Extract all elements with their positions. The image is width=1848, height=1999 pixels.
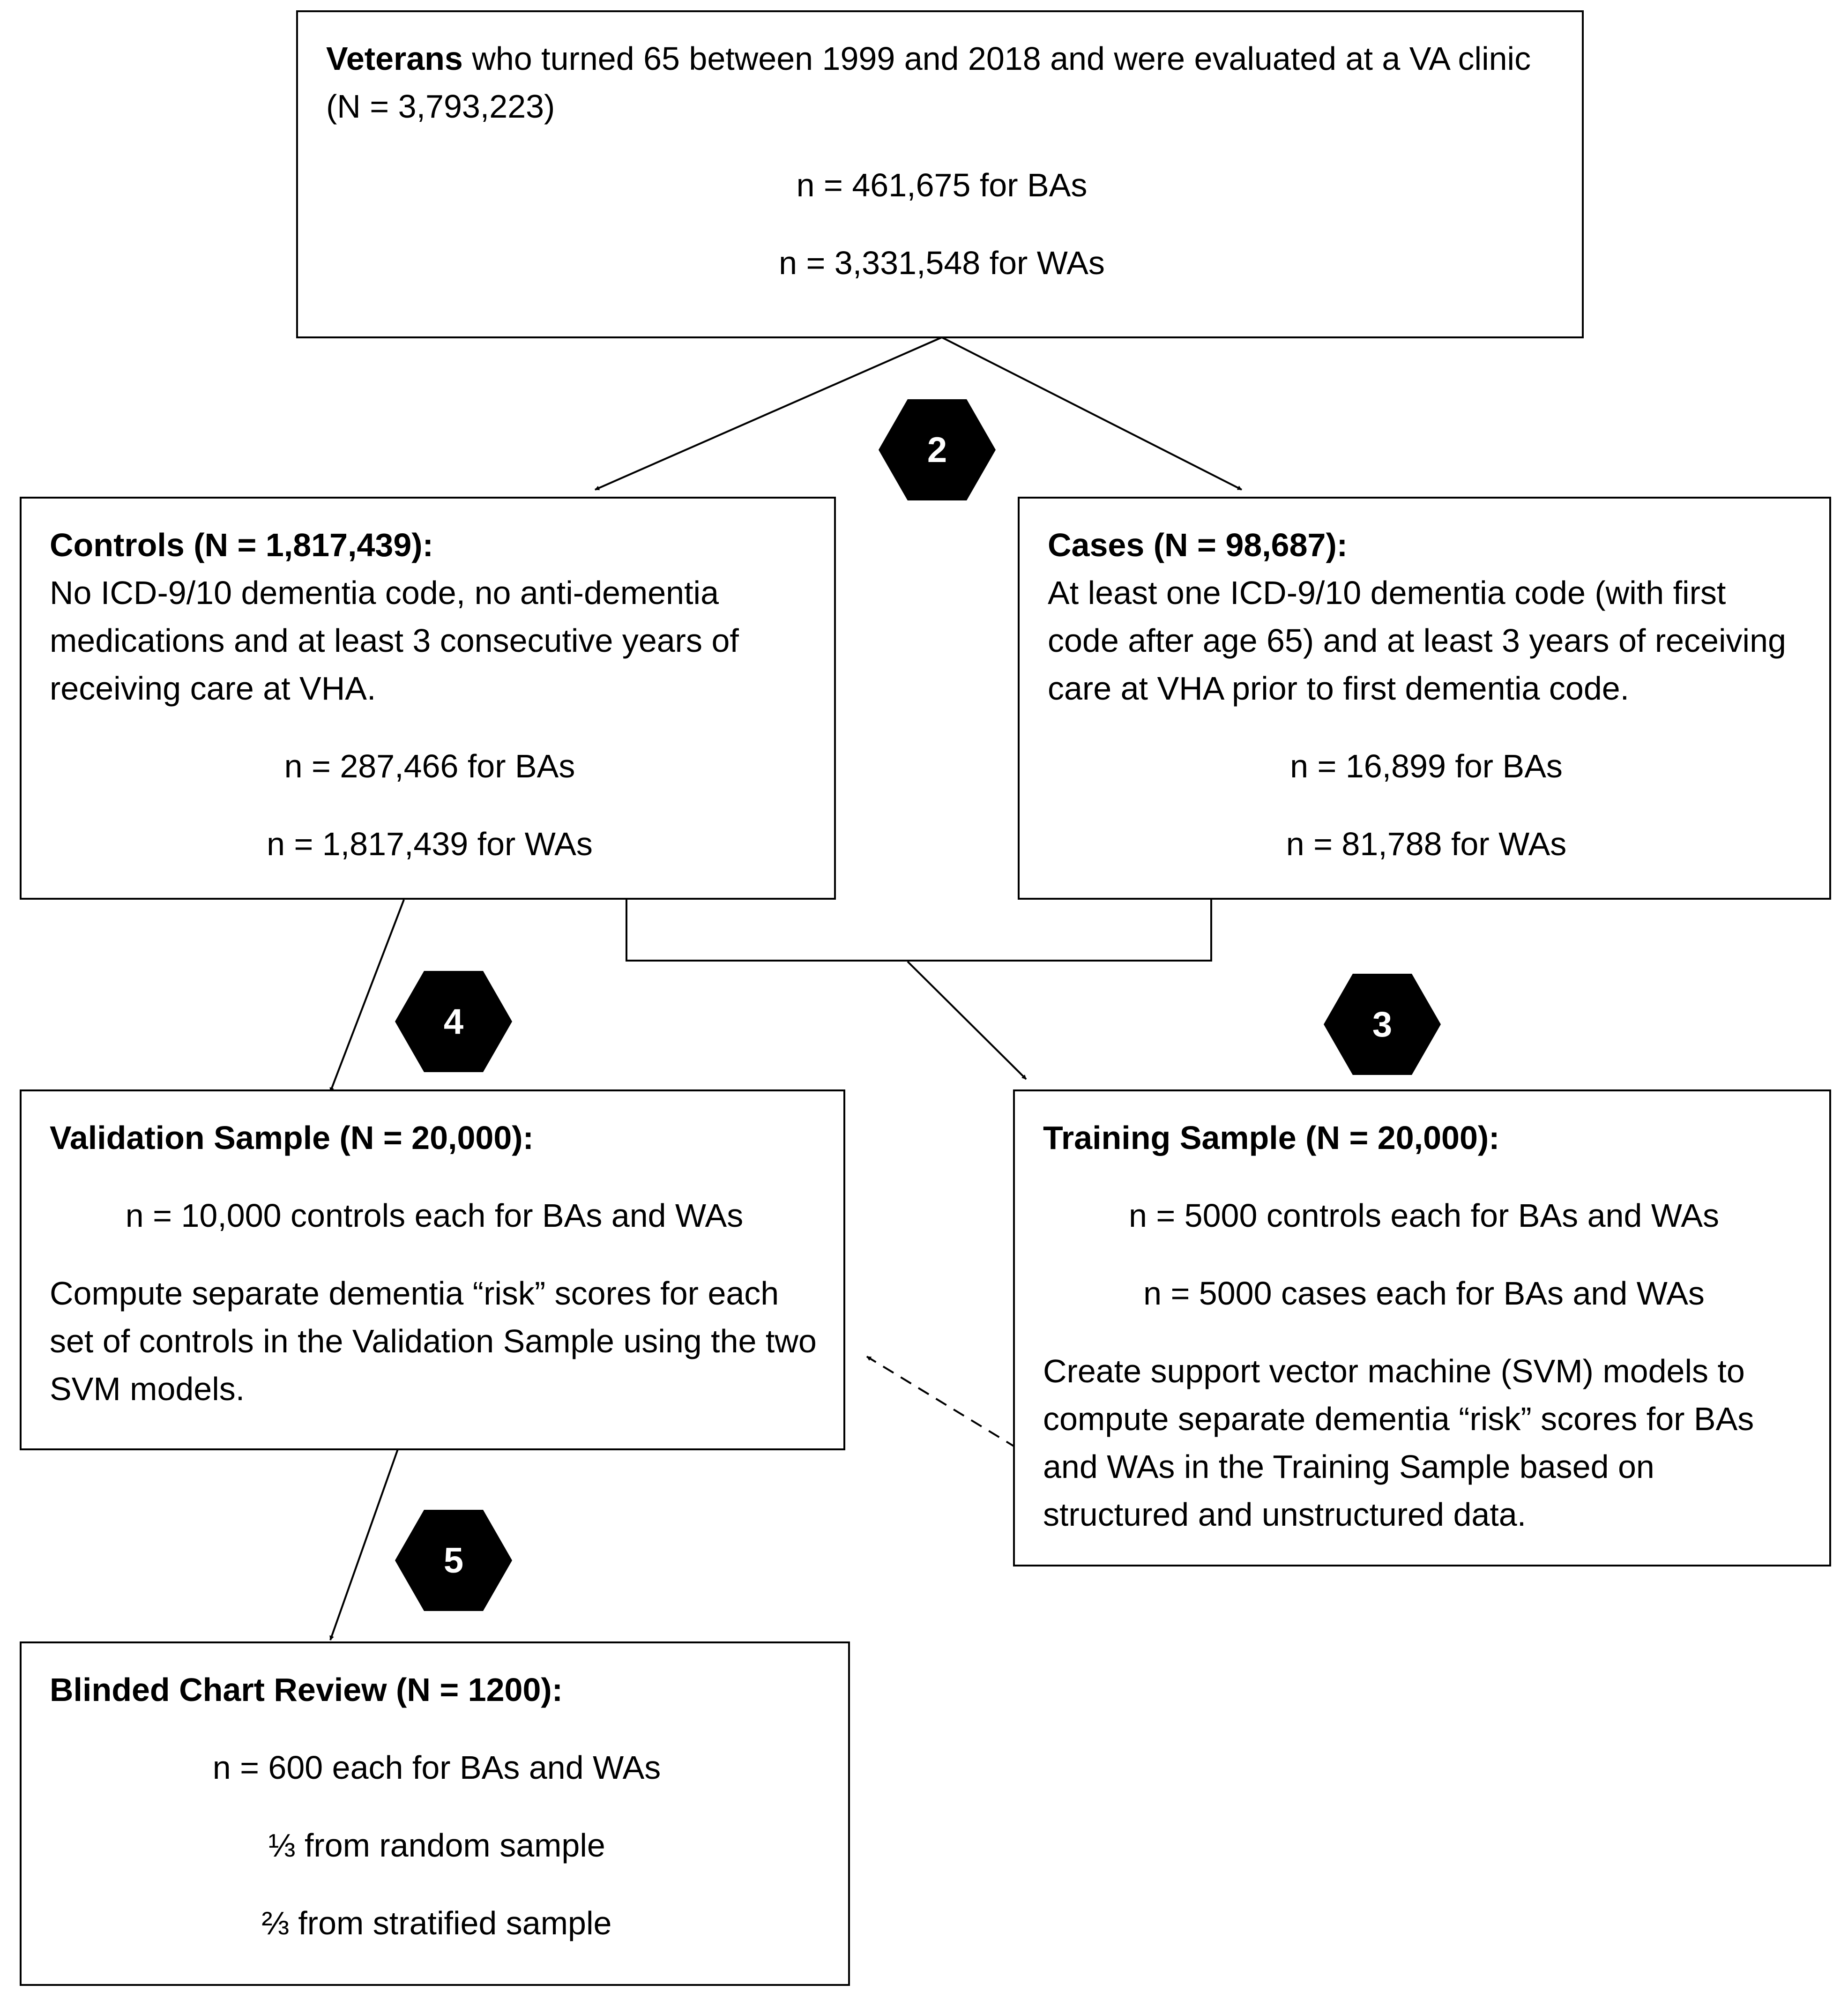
veterans-text: who turned 65 between 1999 and 2018 and … [326,40,1531,125]
cases-criteria: At least one ICD-9/10 dementia code (wit… [1048,574,1786,707]
arrow-to-validation [329,899,405,1092]
step-2-label: 2 [927,430,947,470]
cases-title: Cases (N = 98,687): [1048,527,1348,563]
review-title: Blinded Chart Review (N = 1200): [50,1671,563,1708]
step-5-label: 5 [443,1540,464,1581]
training-controls-count: n = 5000 controls each for BAs and WAs [1128,1197,1720,1234]
controls-criteria: No ICD-9/10 dementia code, no anti-demen… [50,574,739,707]
arrow-to-cases [941,336,1242,491]
arrow-to-controls [595,336,942,491]
cases-wa-count: n = 81,788 for WAs [1286,826,1567,862]
controls-title: Controls (N = 1,817,439): [50,527,433,563]
review-random-fraction: ⅓ from random sample [268,1827,605,1864]
arrow-to-review [329,1447,399,1641]
veterans-box: Veterans who turned 65 between 1999 and … [296,10,1584,338]
validation-sample-box: Validation Sample (N = 20,000): n = 10,0… [20,1089,845,1450]
step-3-label: 3 [1372,1004,1393,1044]
validation-controls-count: n = 10,000 controls each for BAs and WAs [125,1197,744,1234]
arrow-to-training [907,961,1027,1080]
training-cases-count: n = 5000 cases each for BAs and WAs [1143,1275,1705,1312]
review-stratified-fraction: ⅔ from stratified sample [261,1905,612,1941]
step-4-label: 4 [443,1001,464,1042]
review-count: n = 600 each for BAs and WAs [212,1749,661,1786]
step-2-badge: 2 [879,399,996,500]
veterans-ba-count: n = 461,675 for BAs [796,167,1088,203]
step-3-badge: 3 [1324,974,1441,1075]
chart-review-box: Blinded Chart Review (N = 1200): n = 600… [20,1641,850,1986]
training-title: Training Sample (N = 20,000): [1043,1119,1500,1156]
validation-description: Compute separate dementia “risk” scores … [50,1275,817,1407]
controls-ba-count: n = 287,466 for BAs [284,748,575,784]
veterans-wa-count: n = 3,331,548 for WAs [779,245,1105,281]
veterans-description: Veterans who turned 65 between 1999 and … [326,35,1557,130]
cases-ba-count: n = 16,899 for BAs [1290,748,1563,784]
validation-title: Validation Sample (N = 20,000): [50,1119,534,1156]
controls-wa-count: n = 1,817,439 for WAs [267,826,593,862]
merge-bracket [626,899,1212,962]
training-description: Create support vector machine (SVM) mode… [1043,1353,1754,1533]
step-4-badge: 4 [395,971,512,1072]
cases-box: Cases (N = 98,687): At least one ICD-9/1… [1018,497,1831,900]
dashed-arrow-to-validation [866,1356,1018,1449]
controls-box: Controls (N = 1,817,439): No ICD-9/10 de… [20,497,836,900]
veterans-title: Veterans [326,40,463,77]
training-sample-box: Training Sample (N = 20,000): n = 5000 c… [1013,1089,1831,1566]
step-5-badge: 5 [395,1510,512,1611]
